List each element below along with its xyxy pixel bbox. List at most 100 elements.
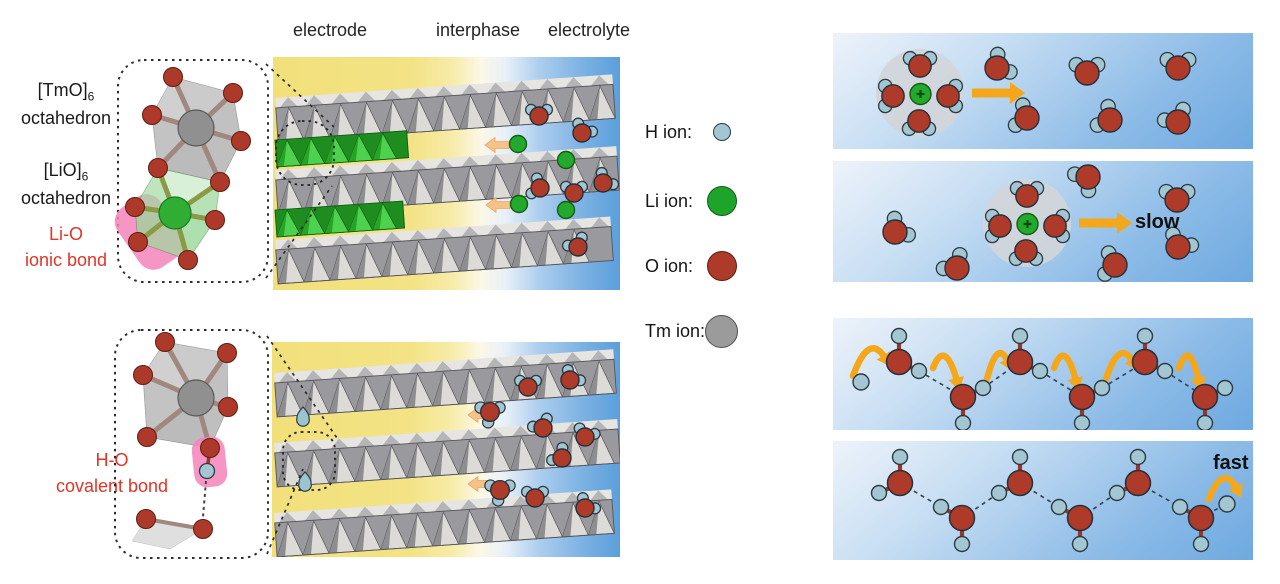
legend-row-h-ion: H ion: — [645, 121, 731, 143]
orange-hop-arrow-icon — [1205, 474, 1243, 503]
water-molecule — [575, 492, 602, 518]
h-ion-sphere — [198, 462, 216, 480]
water-molecule — [901, 109, 937, 137]
proton-hopping-panel — [833, 318, 1253, 430]
ion-legend: H ion: Li ion: O ion: Tm ion: — [645, 0, 785, 400]
water-chain-molecule — [1191, 379, 1234, 430]
hydronium-molecule — [474, 401, 506, 429]
li-ion — [509, 194, 529, 214]
water-chain-molecule — [1050, 498, 1094, 553]
tmo6-caption: octahedron — [20, 107, 112, 128]
legend-row-tm-ion: Tm ion: — [645, 315, 738, 348]
mid_bottom-scene — [274, 349, 620, 557]
li-o-bond-line2: ionic bond — [24, 249, 108, 270]
water-molecule — [902, 50, 938, 78]
h-o-covalent-bond-label: H-O covalent bond — [38, 448, 186, 499]
tm-ion-legend-label: Tm ion: — [645, 320, 706, 341]
o-ion-legend-label: O ion: — [645, 255, 694, 276]
water-molecule — [573, 422, 601, 447]
water-molecule — [984, 208, 1012, 244]
tmo6-subscript: 6 — [87, 89, 95, 104]
water-chain-molecule — [1108, 448, 1152, 502]
li-ion — [909, 82, 932, 106]
li-vehicular-transport-panel-1 — [833, 33, 1253, 149]
water-molecule — [877, 78, 905, 114]
electrode-interphase-electrolyte-panel-top — [273, 57, 620, 290]
water-molecule — [1043, 208, 1071, 244]
tm-ion-sphere — [177, 379, 215, 417]
water-molecule — [1158, 183, 1196, 213]
li-ion — [1016, 212, 1039, 236]
li-o-ionic-bond-label: Li-O ionic bond — [10, 222, 122, 273]
legend-row-o-ion: O ion: — [645, 251, 737, 281]
water-molecule — [1009, 180, 1045, 208]
lio6-formula-text: [LiO] — [43, 160, 82, 180]
octahedra-slab — [274, 349, 617, 418]
lone-h-ion — [852, 373, 870, 391]
water-molecule — [1097, 245, 1128, 282]
fast-label: fast — [1213, 452, 1249, 474]
water-molecule — [1165, 226, 1200, 260]
proton-hopping-panel-fast — [833, 441, 1253, 560]
water-molecule — [935, 246, 970, 281]
water-molecule — [882, 210, 917, 245]
water-molecule — [559, 180, 589, 203]
li-ion — [508, 134, 528, 154]
octahedra-slab — [275, 146, 620, 215]
lio6-formula: [LiO]6 — [10, 158, 122, 186]
water-molecule — [546, 441, 572, 468]
lio6-caption: octahedron — [20, 187, 112, 208]
p3-scene — [849, 327, 1234, 430]
lio6-green-layer — [274, 130, 410, 168]
pale-arrow-left-icon — [484, 136, 510, 154]
li-ion-swatch-icon — [707, 186, 737, 216]
orange-arrow-right-icon — [972, 82, 1025, 104]
partial-octahedron — [131, 509, 213, 550]
tm-ion-sphere — [177, 109, 215, 147]
water-molecule — [1066, 164, 1101, 199]
h-o-covalent-inset — [114, 329, 269, 559]
water-chain-molecule — [870, 448, 914, 502]
li-hydration-shell — [876, 49, 964, 137]
li-ion — [556, 200, 576, 220]
h-o-bond-line2: covalent bond — [55, 475, 169, 496]
water-molecule — [1089, 98, 1123, 133]
p2-scene — [882, 164, 1200, 282]
water-chain-molecule — [949, 379, 992, 430]
li-ion-legend-label: Li ion: — [645, 190, 694, 211]
water-chain-molecule — [1006, 327, 1049, 380]
orange-arrow-right-icon — [1079, 212, 1132, 234]
water-molecule — [1156, 101, 1191, 135]
li-ion — [556, 150, 576, 170]
legend-row-li-ion: Li ion: — [645, 186, 737, 216]
water-molecule — [593, 166, 620, 193]
o-ion-spheres — [125, 67, 251, 270]
water-chain-molecule — [1171, 498, 1215, 553]
h-o-bond-highlight — [191, 436, 228, 488]
water-molecule — [1068, 56, 1106, 86]
water-molecule — [1159, 51, 1197, 81]
electrode-interphase-electrolyte-panel-bottom — [272, 342, 620, 557]
li-vehicular-transport-panel-slow — [833, 161, 1253, 282]
electrode-label: electrode — [292, 20, 368, 40]
electrolyte-label: electrolyte — [547, 20, 631, 40]
lone-h-ion — [1218, 495, 1236, 513]
mid_top-scene — [274, 74, 620, 285]
lio6-octahedron-label: [LiO]6 octahedron — [10, 158, 122, 211]
water-molecule — [526, 412, 553, 438]
water-molecule — [984, 46, 1018, 81]
tmo6-formula: [TmO]6 — [10, 78, 122, 106]
water-chain-molecule — [1131, 327, 1174, 380]
octahedra-slab — [274, 489, 615, 557]
o-ion-spheres — [133, 332, 238, 458]
h-ion-swatch-icon — [713, 123, 731, 141]
tmo6-lio6-inset — [114, 59, 269, 283]
hydronium-molecule — [484, 479, 516, 507]
li-hydration-shell — [983, 179, 1071, 267]
orange-hop-arrow-icon — [849, 345, 891, 380]
li-o-bond-line1: Li-O — [48, 224, 83, 244]
water-molecule — [936, 78, 964, 114]
tmo6-formula-text: [TmO] — [37, 80, 88, 100]
p4-scene — [870, 448, 1243, 553]
